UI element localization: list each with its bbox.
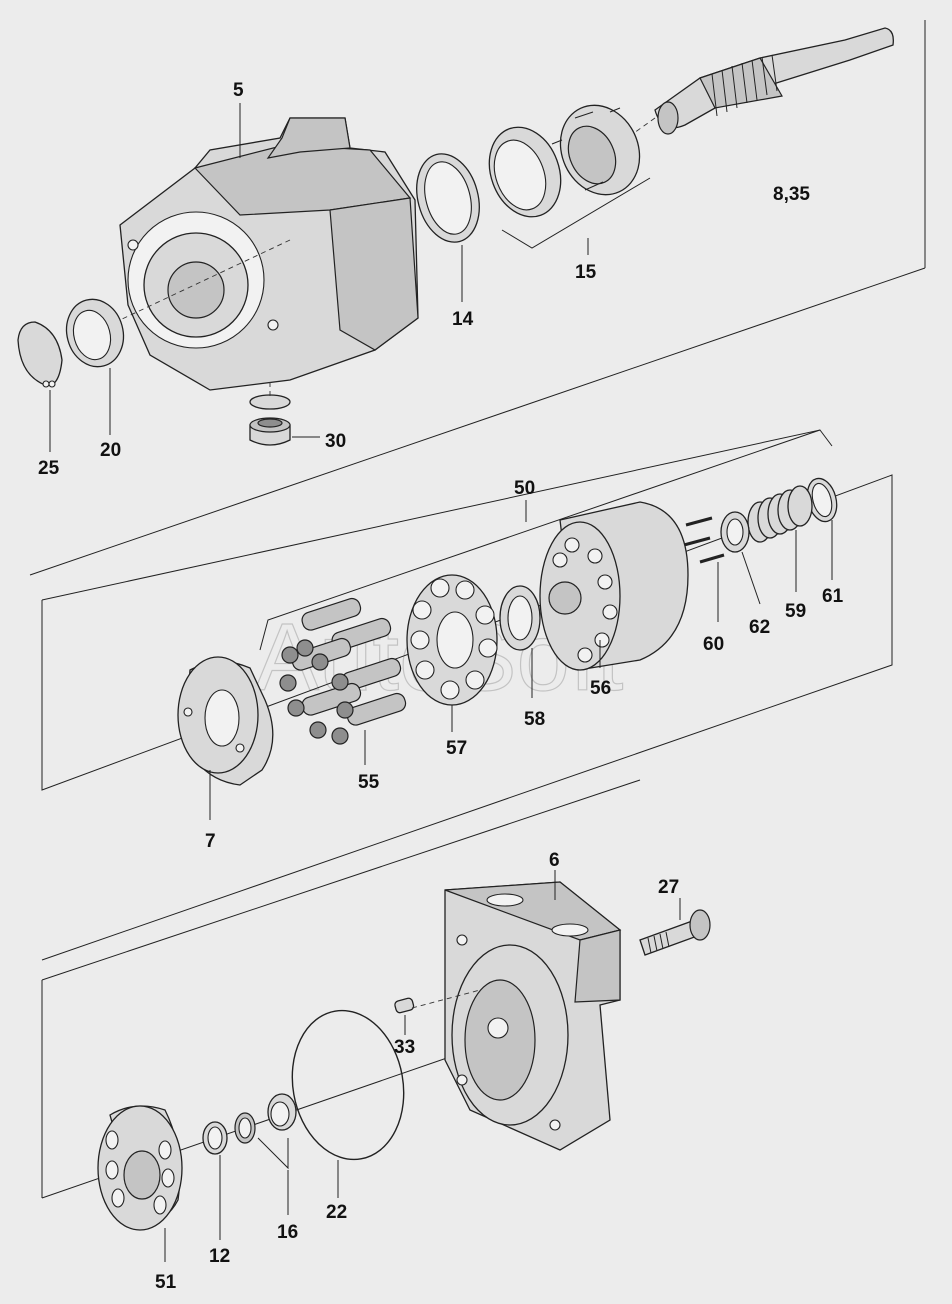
label-60: 60 bbox=[703, 634, 724, 655]
needle-bearing-20 bbox=[65, 298, 125, 435]
taper-roller-bearing bbox=[488, 104, 651, 255]
pins-60 bbox=[683, 516, 725, 622]
label-50: 50 bbox=[514, 478, 535, 499]
label-25: 25 bbox=[38, 458, 60, 479]
end-cover bbox=[444, 870, 622, 1151]
dowel-pin bbox=[394, 989, 481, 1035]
needle-bearing-58 bbox=[499, 585, 541, 698]
label-16: 16 bbox=[277, 1222, 298, 1243]
plug-with-oring bbox=[249, 382, 320, 446]
group-50-bracket bbox=[259, 429, 821, 651]
label-22: 22 bbox=[326, 1202, 347, 1223]
cylinder-block bbox=[539, 501, 689, 671]
label-55: 55 bbox=[358, 772, 380, 793]
label-30: 30 bbox=[325, 431, 346, 452]
washer-62 bbox=[720, 511, 761, 605]
snap-ring-25 bbox=[17, 321, 63, 452]
snap-ring-12 bbox=[202, 1121, 228, 1240]
label-59: 59 bbox=[785, 601, 806, 622]
label-62: 62 bbox=[749, 617, 770, 638]
label-20: 20 bbox=[100, 440, 121, 461]
label-14: 14 bbox=[452, 309, 474, 330]
label-12: 12 bbox=[209, 1246, 230, 1267]
label-56: 56 bbox=[590, 678, 611, 699]
label-7: 7 bbox=[205, 831, 216, 852]
port-plate bbox=[97, 1105, 183, 1262]
label-57: 57 bbox=[446, 738, 467, 759]
label-15: 15 bbox=[575, 262, 597, 283]
label-8-35: 8,35 bbox=[773, 184, 810, 205]
label-33: 33 bbox=[394, 1037, 415, 1058]
label-6: 6 bbox=[549, 850, 560, 871]
motor-housing bbox=[119, 103, 419, 391]
pistons bbox=[279, 597, 407, 765]
label-5: 5 bbox=[233, 80, 244, 101]
label-51: 51 bbox=[155, 1272, 177, 1293]
bearing-16 bbox=[234, 1093, 297, 1215]
label-27: 27 bbox=[658, 877, 679, 898]
drive-shaft bbox=[609, 27, 894, 151]
part-labels: 5 8,35 15 14 30 25 20 50 60 62 59 61 56 … bbox=[38, 80, 844, 1293]
label-61: 61 bbox=[822, 586, 844, 607]
bolt bbox=[639, 898, 711, 956]
retainer-plate bbox=[406, 574, 498, 732]
shim-ring bbox=[416, 153, 480, 302]
spring bbox=[747, 485, 813, 592]
label-58: 58 bbox=[524, 709, 545, 730]
swash-plate bbox=[177, 656, 274, 820]
o-ring-22 bbox=[291, 1009, 405, 1198]
